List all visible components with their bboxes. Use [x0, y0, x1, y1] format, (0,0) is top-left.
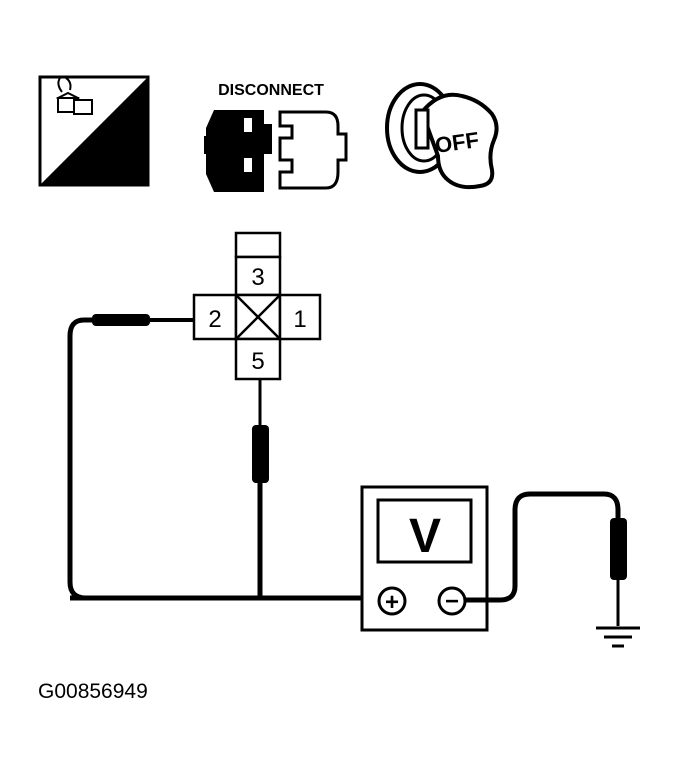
pin-3-label: 3	[251, 264, 264, 291]
probe-tip	[252, 425, 269, 483]
pin-2-label: 2	[208, 306, 221, 333]
meter-unit: V	[409, 510, 441, 563]
ts-badge-label: T.S.	[93, 153, 143, 185]
pin-5-cell	[234, 337, 282, 381]
disconnect-label: DISCONNECT	[218, 82, 324, 99]
ground-icon	[596, 626, 640, 648]
pin-2-cell	[192, 293, 238, 341]
figure-id: G00856949	[38, 680, 148, 703]
probe-tip	[92, 314, 150, 326]
ignition-label: OFF	[433, 127, 480, 158]
connector-female-half	[206, 110, 272, 192]
negative-terminal-label: −	[445, 588, 459, 615]
probe-lead-ground	[465, 491, 627, 626]
connector-top-cap	[234, 231, 282, 259]
disconnect-icon: DISCONNECT	[204, 82, 348, 192]
voltmeter: V + −	[360, 485, 489, 632]
ignition-off-icon: OFF	[385, 82, 499, 190]
ts-badge-icon: T.S.	[38, 75, 150, 187]
pin-1-label: 1	[293, 306, 306, 333]
positive-terminal	[377, 586, 407, 616]
key-head	[419, 92, 499, 190]
pin-1-cell	[278, 293, 322, 341]
connector-male-half	[278, 110, 348, 190]
meter-display	[376, 498, 473, 564]
positive-terminal-label: +	[385, 589, 399, 616]
center-cross-line	[235, 294, 281, 340]
connector-sketch-icon	[55, 77, 93, 115]
connector-face	[192, 231, 322, 381]
probe-lead-pin5	[252, 379, 269, 598]
probe-lead-pin2	[67, 314, 260, 601]
pin-5-label: 5	[251, 348, 264, 375]
probe-tip	[610, 518, 627, 580]
